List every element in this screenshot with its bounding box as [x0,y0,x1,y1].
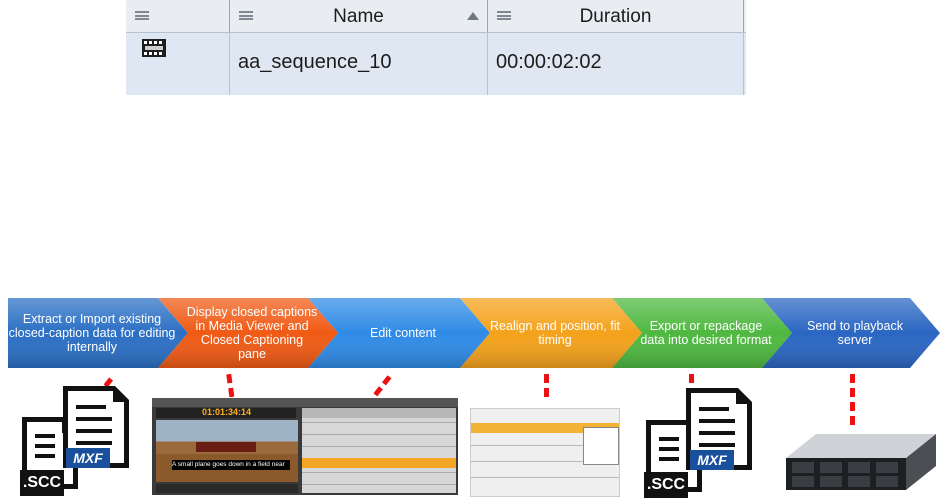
position-grid-popup [583,427,619,465]
video-frame: A small plane goes down in a field near [156,420,298,482]
connector-step-5 [689,374,694,390]
workflow-chevrons [8,298,940,368]
scc-badge: .SCC [20,470,64,496]
step-3-label: Edit content [369,326,436,340]
table-row[interactable]: aa_sequence_10 00:00:02:02 [126,33,746,95]
column-header-icon[interactable] [126,0,230,32]
captioning-pane [302,408,456,493]
step-4-label: Realign and position, fit timing [490,319,620,347]
mxf-logo: MXF [690,450,734,470]
caption-overlay: A small plane goes down in a field near [172,460,290,470]
cell-name: aa_sequence_10 [230,33,488,95]
column-menu-icon[interactable] [135,11,149,20]
sort-ascending-icon[interactable] [467,12,479,20]
column-header-name[interactable]: Name [230,0,488,32]
sequence-filmstrip-icon [142,39,166,57]
connector-step-4 [544,374,549,402]
connector-step-6 [850,374,855,430]
cell-icon [126,33,230,95]
step-5-label: Export or repackage data into desired fo… [640,319,772,347]
column-title-name: Name [333,6,384,27]
step-1-label: Extract or Import existing closed-captio… [8,312,176,354]
timecode-display: 01:01:34:14 [202,407,252,417]
media-bin-table: Name Duration aa_sequence_10 00:00:02:02 [126,0,746,95]
media-composer-screenshot: 01:01:34:14 A small plane goes down in a… [152,398,458,495]
sequence-name: aa_sequence_10 [238,51,392,73]
connector-step-3 [371,375,392,399]
column-header-duration[interactable]: Duration [488,0,744,32]
bin-header-row: Name Duration [126,0,746,33]
mxf-logo: MXF [66,448,110,468]
column-title-duration: Duration [579,6,652,27]
step-2-label: Display closed captions in Media Viewer … [186,305,318,361]
scc-badge: .SCC [644,472,688,498]
step-6-label: Send to playback server [807,319,903,347]
sequence-duration: 00:00:02:02 [496,51,602,73]
caption-timing-screenshot [470,408,620,497]
mxf-document-icon [686,388,752,470]
caption-workflow: Extract or Import existing closed-captio… [0,288,942,378]
column-menu-icon[interactable] [239,11,253,20]
playback-server-icon [786,434,936,490]
column-menu-icon[interactable] [497,11,511,20]
cell-duration: 00:00:02:02 [488,33,744,95]
